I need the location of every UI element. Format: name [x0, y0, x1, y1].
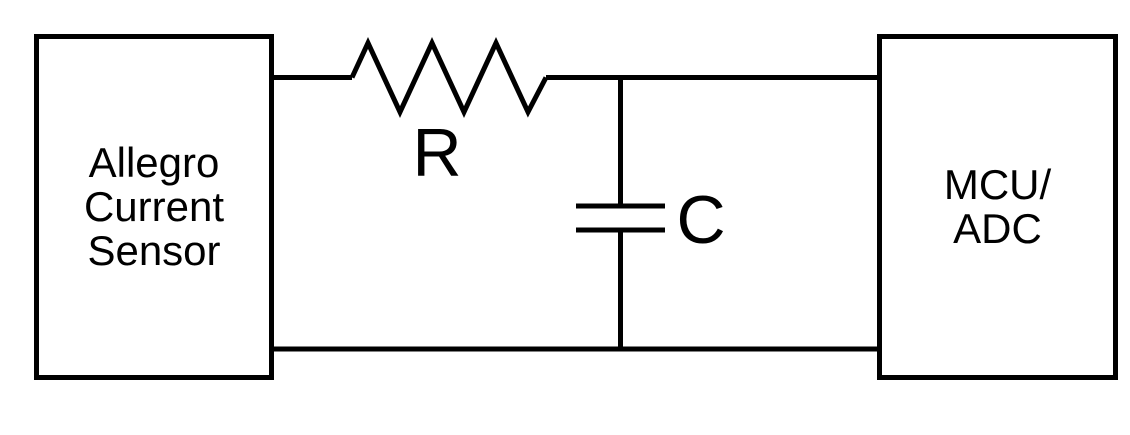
resistor-label: R [412, 115, 462, 191]
right-box-label-line-2: ADC [953, 205, 1042, 252]
resistor-symbol [349, 37, 549, 118]
left-box-label-line-2: Current [83, 183, 225, 230]
left-box-label-line-3: Sensor [87, 227, 221, 274]
allegro-current-sensor-label: Allegro Current Sensor [84, 141, 224, 273]
left-box-label-line-1: Allegro [88, 139, 220, 186]
capacitor-label: C [676, 182, 726, 258]
mcu-adc-block: MCU/ ADC [877, 34, 1118, 380]
allegro-current-sensor-block: Allegro Current Sensor [34, 34, 274, 380]
right-box-label-line-1: MCU/ [943, 161, 1052, 208]
mcu-adc-label: MCU/ ADC [944, 163, 1051, 251]
